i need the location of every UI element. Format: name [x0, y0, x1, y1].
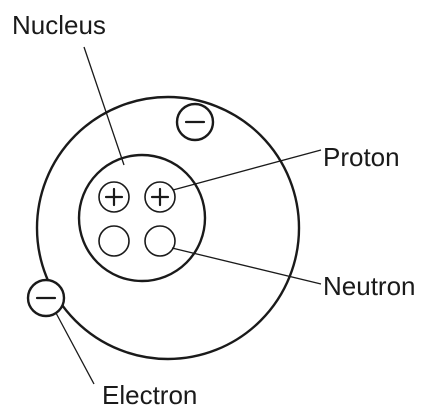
proton-particle	[98, 181, 130, 213]
neutron-leader-line	[171, 247, 322, 285]
nucleus-leader-line	[83, 46, 125, 166]
proton-particle	[144, 181, 176, 213]
electron-particle	[26, 278, 66, 318]
electron-label: Electron	[102, 380, 197, 410]
proton-label: Proton	[323, 142, 400, 172]
nucleus-label: Nucleus	[12, 10, 106, 40]
neutron-particle	[98, 225, 130, 257]
nucleus-circle	[77, 153, 207, 283]
electron-particle	[175, 102, 215, 142]
electron-leader-line	[55, 312, 95, 385]
electron-orbit	[35, 95, 301, 361]
neutron-label: Neutron	[323, 271, 416, 301]
neutron-particle	[144, 225, 176, 257]
proton-leader-line	[172, 149, 322, 191]
